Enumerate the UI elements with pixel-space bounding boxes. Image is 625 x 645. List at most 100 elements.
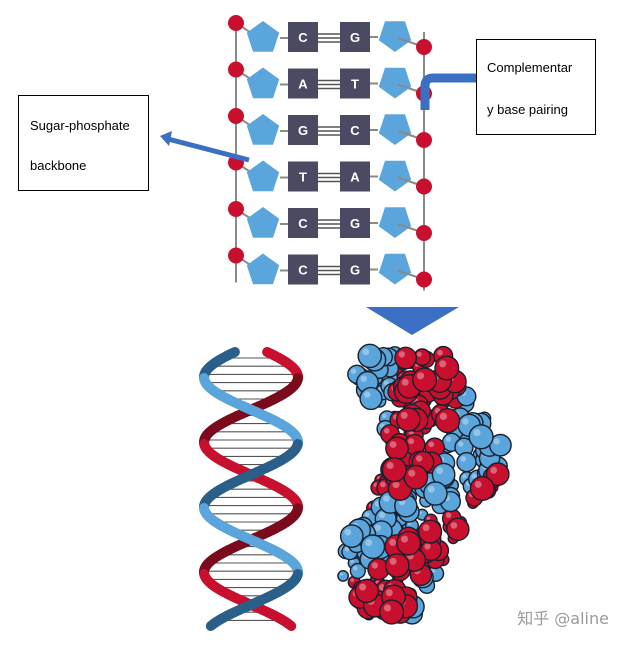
atom-blue <box>349 562 366 580</box>
pairing-label-line2: y base pairing <box>487 102 568 117</box>
phosphate-right <box>416 178 432 195</box>
phosphate-left <box>228 61 244 78</box>
sugar-right <box>378 253 412 285</box>
sugar-left <box>246 207 280 238</box>
base-right <box>340 68 370 99</box>
atom-highlight <box>389 557 397 565</box>
atom-red <box>418 519 443 544</box>
base-letter-left: C <box>298 30 308 45</box>
atom-highlight <box>473 429 481 437</box>
base-letter-right: T <box>351 77 359 92</box>
sugar-right <box>378 67 412 99</box>
phosphate-left <box>228 201 244 217</box>
atom-highlight <box>371 562 378 569</box>
atom-red <box>485 462 510 487</box>
atom-blue <box>468 424 494 450</box>
atom-highlight <box>383 495 390 502</box>
atom-highlight <box>471 473 478 479</box>
helix-strand-blue <box>205 619 219 631</box>
atom-blue <box>360 534 386 560</box>
base-letter-left: T <box>299 170 307 185</box>
base-left <box>288 208 318 238</box>
atom-highlight <box>350 368 357 374</box>
down-arrow <box>366 307 459 335</box>
atom-highlight <box>339 572 343 576</box>
phosphate-left <box>228 15 244 31</box>
sugar-right <box>378 207 412 238</box>
atom-highlight <box>386 461 394 470</box>
sugar-left <box>246 21 280 52</box>
backbone-pointer-arrow <box>167 136 250 163</box>
atom-blue <box>339 524 364 548</box>
base-letter-right: G <box>350 216 360 231</box>
atom-blue <box>359 386 383 411</box>
atom-highlight <box>382 413 387 418</box>
atom-highlight <box>350 578 355 582</box>
atom-highlight <box>353 566 358 571</box>
atom-highlight <box>493 438 500 445</box>
atom-highlight <box>408 469 416 477</box>
atom-highlight <box>490 466 498 474</box>
atom-highlight <box>360 375 367 382</box>
atom-highlight <box>437 349 443 356</box>
atom-blue <box>456 452 477 473</box>
base-left <box>288 161 318 192</box>
base-right <box>340 22 370 52</box>
atom-highlight <box>365 539 373 547</box>
sugar-right <box>378 160 412 192</box>
atom-highlight <box>378 511 386 519</box>
atom-highlight <box>384 428 390 434</box>
atom-highlight <box>364 512 370 517</box>
base-right <box>340 115 370 145</box>
atom-blue <box>357 343 383 369</box>
atom-highlight <box>474 480 482 488</box>
atom-highlight <box>462 418 469 425</box>
atom-red <box>394 346 417 370</box>
atom-highlight <box>426 516 431 521</box>
atom-highlight <box>362 348 370 356</box>
base-right <box>340 161 370 192</box>
atom-highlight <box>398 351 405 358</box>
atom-highlight <box>458 441 464 447</box>
atom-highlight <box>460 456 467 462</box>
atom-highlight <box>439 360 447 368</box>
atom-highlight <box>359 583 367 591</box>
base-right <box>340 208 370 238</box>
sugar-left <box>246 253 280 285</box>
base-letter-right: G <box>350 30 360 45</box>
base-left <box>288 68 318 99</box>
atom-red <box>381 457 407 483</box>
base-letter-right: A <box>350 170 360 185</box>
backbone-label-line1: Sugar-phosphate <box>30 118 130 133</box>
base-right <box>340 254 370 285</box>
atom-highlight <box>363 391 371 399</box>
backbone-label-line2: backbone <box>30 158 87 173</box>
sugar-left <box>246 114 280 145</box>
phosphate-right <box>416 225 432 241</box>
atom-red <box>396 530 422 556</box>
atom-red <box>435 408 461 434</box>
atom-highlight <box>439 412 447 420</box>
sugar-right <box>378 21 412 52</box>
atom-highlight <box>401 535 408 543</box>
atom-blue <box>337 570 349 582</box>
atom-highlight <box>436 467 444 475</box>
atom-highlight <box>445 512 452 518</box>
atom-red <box>385 436 409 461</box>
base-letter-right: C <box>350 123 360 138</box>
atom-highlight <box>380 481 386 488</box>
atom-highlight <box>427 485 435 493</box>
atom-red <box>469 476 495 502</box>
atom-highlight <box>392 481 400 489</box>
phosphate-right <box>416 271 432 288</box>
atom-red <box>434 355 460 381</box>
backbone-callout: Sugar-phosphate backbone <box>18 95 149 191</box>
atom-highlight <box>408 438 415 445</box>
